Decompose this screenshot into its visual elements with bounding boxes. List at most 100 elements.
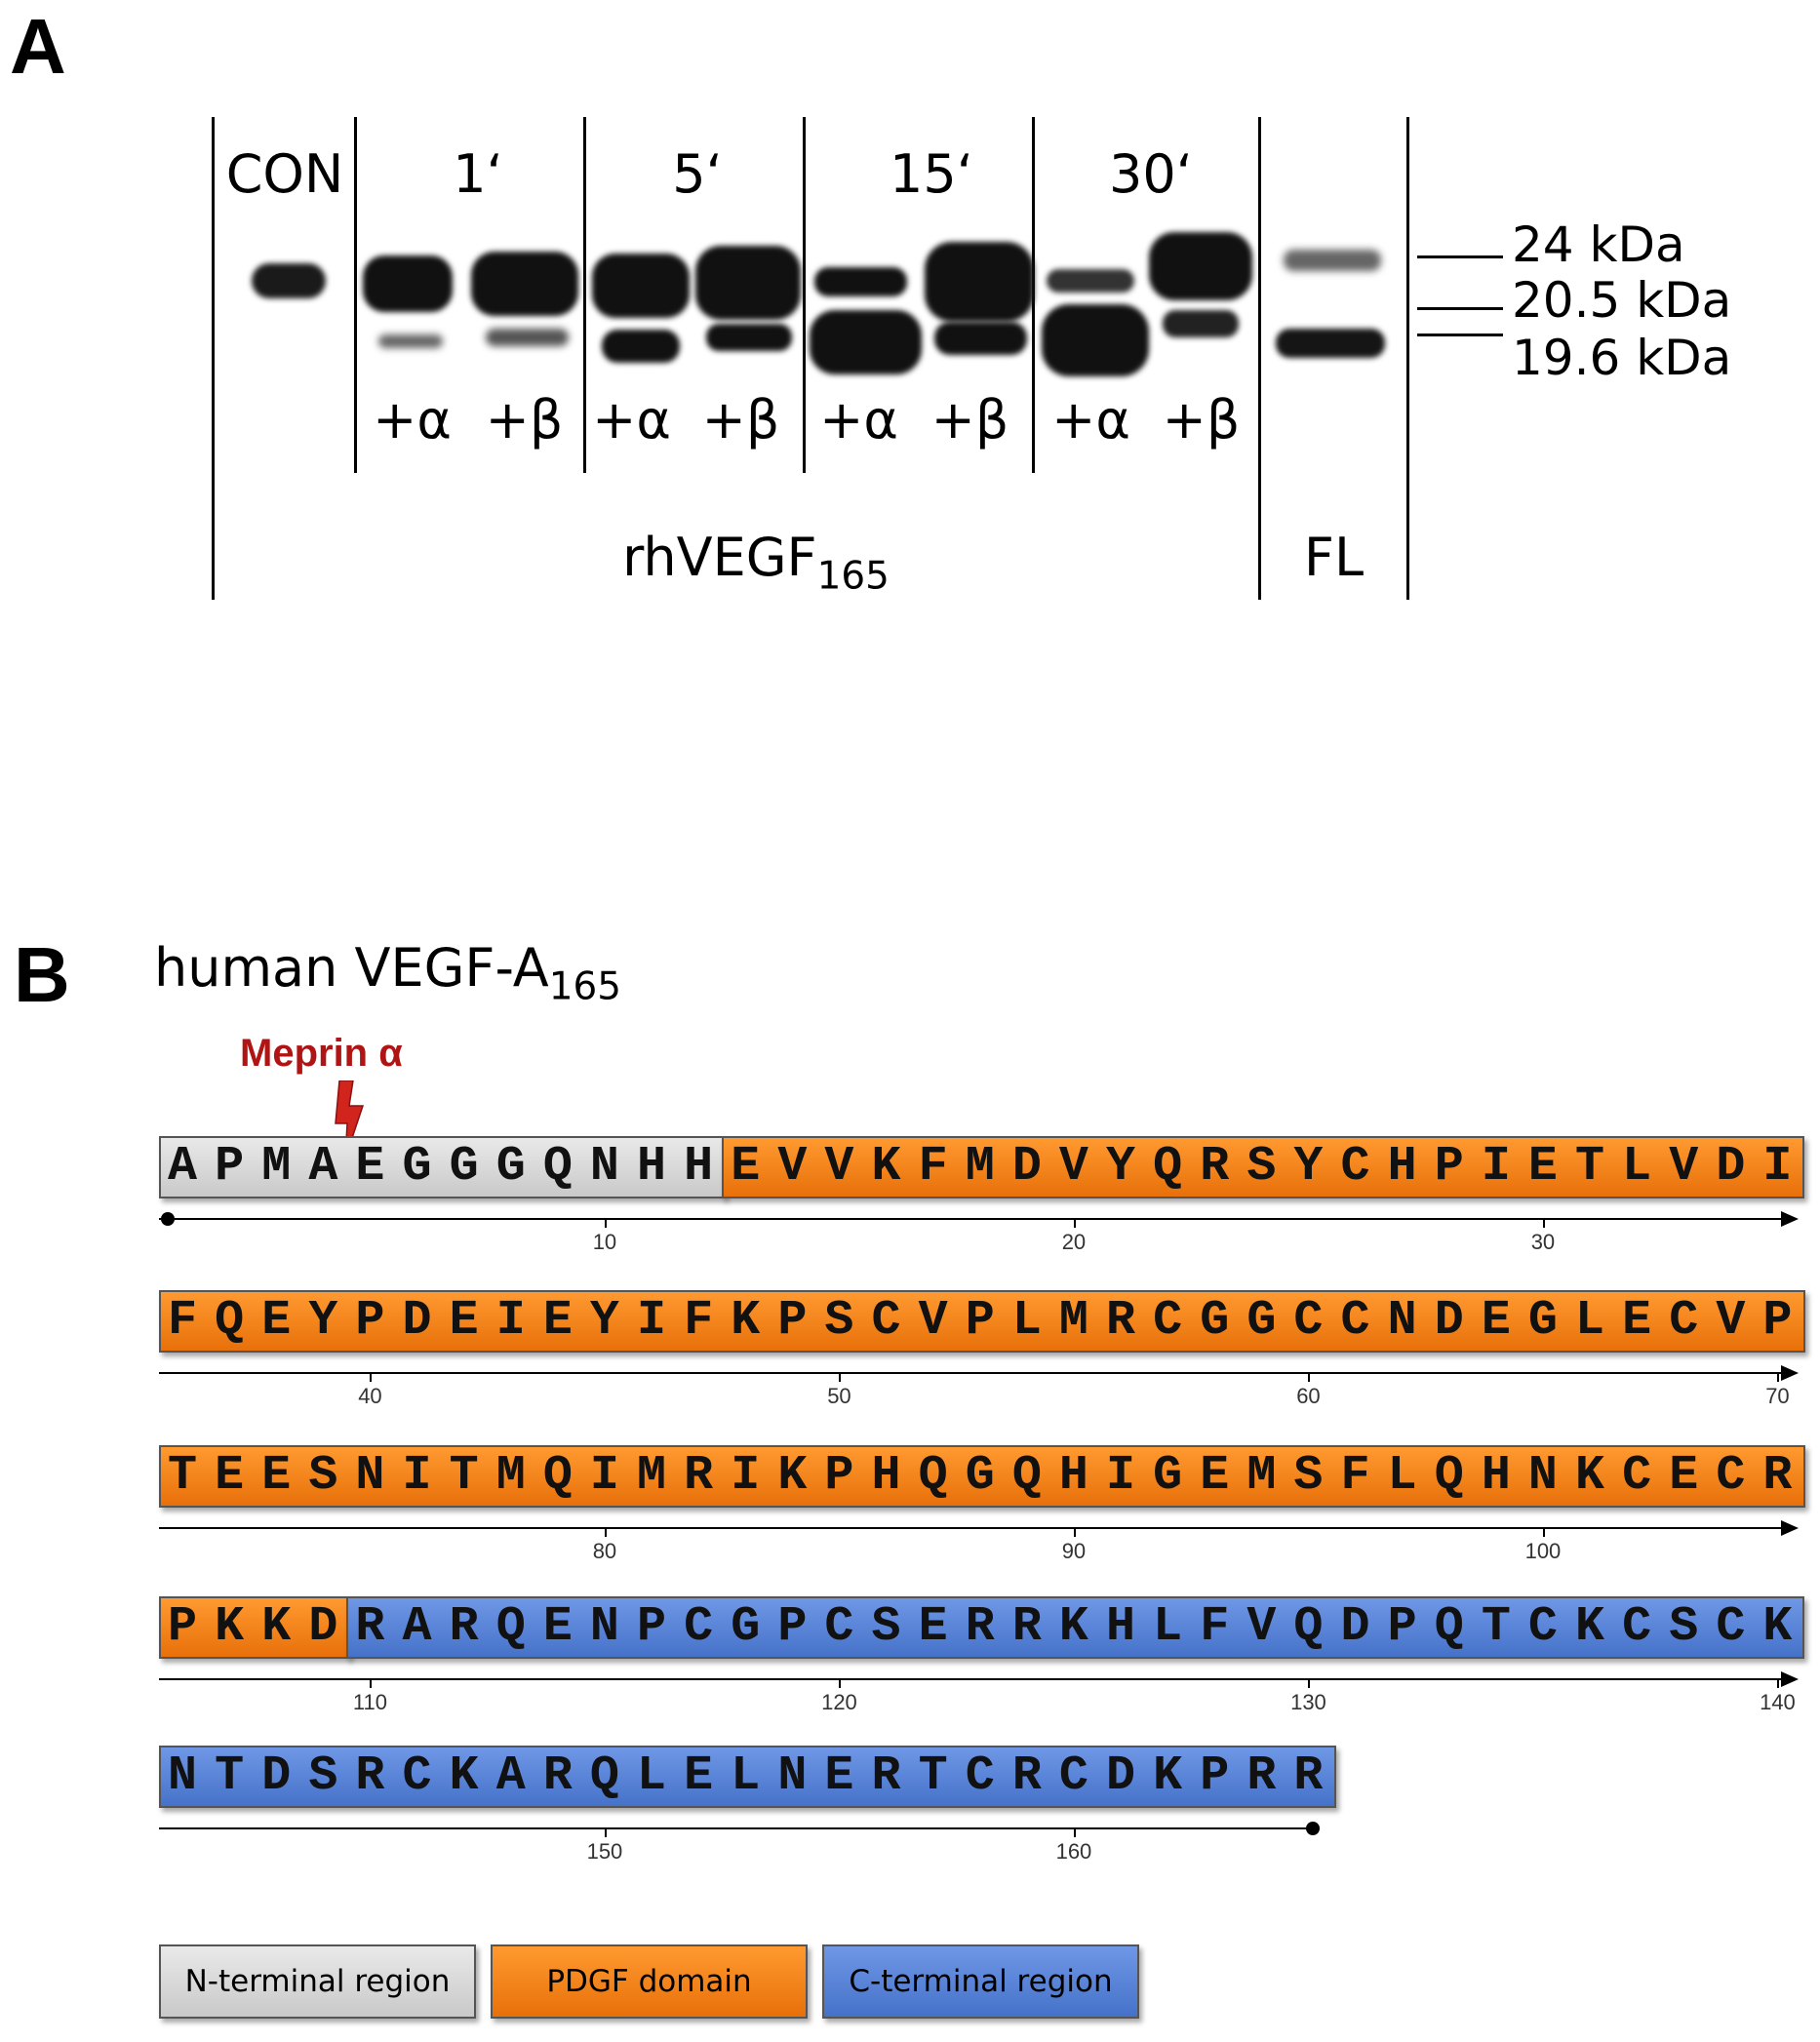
- amino-acid: Q: [1153, 1139, 1183, 1195]
- amino-acid: L: [1153, 1599, 1183, 1655]
- amino-acid: K: [777, 1448, 808, 1504]
- band-30-beta-lower: [1163, 310, 1239, 337]
- amino-acid: E: [449, 1293, 479, 1349]
- divider-line: [1406, 117, 1409, 600]
- amino-acid: S: [1246, 1139, 1277, 1195]
- sequence-segment-pdgf: [159, 1290, 1805, 1353]
- amino-acid: T: [1575, 1139, 1605, 1195]
- sequence-tick-label: 130: [1290, 1690, 1326, 1714]
- panel-a-letter: A: [10, 3, 66, 90]
- amino-acid: R: [1293, 1748, 1324, 1804]
- header-1min: 1‘: [453, 143, 503, 205]
- amino-acid: K: [871, 1139, 901, 1195]
- amino-acid: N: [589, 1139, 619, 1195]
- title-sub: 165: [548, 964, 621, 1009]
- amino-acid: P: [777, 1599, 808, 1655]
- treatment-alpha: +α: [819, 389, 898, 451]
- amino-acid: F: [1340, 1448, 1370, 1504]
- amino-acid: A: [495, 1748, 526, 1804]
- rhvegf-main: rhVEGF: [622, 527, 817, 588]
- amino-acid: P: [777, 1293, 808, 1349]
- band-15-alpha-lower: [810, 310, 922, 374]
- sequence-start-dot: [161, 1212, 175, 1226]
- amino-acid: M: [965, 1139, 995, 1195]
- amino-acid: N: [168, 1748, 198, 1804]
- amino-acid: R: [871, 1748, 901, 1804]
- sequence-tick: [839, 1374, 842, 1382]
- amino-acid: M: [261, 1139, 292, 1195]
- amino-acid: C: [1716, 1448, 1746, 1504]
- amino-acid: P: [355, 1293, 385, 1349]
- amino-acid: Q: [215, 1293, 245, 1349]
- amino-acid: H: [1058, 1448, 1088, 1504]
- sequence-tick: [1777, 1374, 1780, 1382]
- amino-acid: Q: [1293, 1599, 1324, 1655]
- amino-acid: K: [1153, 1748, 1183, 1804]
- amino-acid: E: [215, 1448, 245, 1504]
- band-15-alpha-upper: [814, 267, 907, 296]
- amino-acid: L: [1387, 1448, 1417, 1504]
- amino-acid: N: [1387, 1293, 1417, 1349]
- band-15-beta-lower: [934, 322, 1027, 355]
- amino-acid: C: [1340, 1139, 1370, 1195]
- sequence-axis: [159, 1827, 1313, 1829]
- header-5min: 5‘: [672, 143, 723, 205]
- sequence-segment-n-terminal: [159, 1136, 727, 1198]
- band-5-alpha-lower: [602, 330, 680, 363]
- amino-acid: G: [1527, 1293, 1558, 1349]
- amino-acid: G: [731, 1599, 761, 1655]
- amino-acid: A: [308, 1139, 338, 1195]
- amino-acid: G: [1246, 1293, 1277, 1349]
- amino-acid: N: [1527, 1448, 1558, 1504]
- sequence-tick-label: 20: [1061, 1230, 1087, 1254]
- amino-acid: E: [261, 1448, 292, 1504]
- amino-acid: T: [1481, 1599, 1511, 1655]
- amino-acid: D: [402, 1293, 432, 1349]
- amino-acid: Q: [918, 1448, 948, 1504]
- amino-acid: E: [1669, 1448, 1699, 1504]
- divider-line: [212, 117, 215, 600]
- sequence-tick: [839, 1680, 842, 1688]
- amino-acid: G: [495, 1139, 526, 1195]
- amino-acid: K: [731, 1293, 761, 1349]
- sequence-tick: [370, 1680, 373, 1688]
- amino-acid: E: [824, 1748, 854, 1804]
- amino-acid: R: [542, 1748, 573, 1804]
- amino-acid: N: [589, 1599, 619, 1655]
- amino-acid: C: [1622, 1599, 1652, 1655]
- amino-acid: S: [1669, 1599, 1699, 1655]
- amino-acid: M: [495, 1448, 526, 1504]
- amino-acid: F: [1200, 1599, 1230, 1655]
- sequence-tick: [1777, 1680, 1780, 1688]
- amino-acid: Q: [542, 1448, 573, 1504]
- amino-acid: C: [402, 1748, 432, 1804]
- amino-acid: K: [215, 1599, 245, 1655]
- amino-acid: R: [1200, 1139, 1230, 1195]
- sequence-segment-c-terminal: [159, 1746, 1336, 1808]
- amino-acid: V: [1246, 1599, 1277, 1655]
- sequence-tick: [604, 1529, 607, 1537]
- amino-acid: Y: [1293, 1139, 1324, 1195]
- amino-acid: R: [355, 1748, 385, 1804]
- amino-acid: A: [168, 1139, 198, 1195]
- amino-acid: C: [1669, 1293, 1699, 1349]
- sequence-tick: [1308, 1680, 1311, 1688]
- mw-label-20-5: 20.5 kDa: [1512, 272, 1732, 329]
- sequence-tick-label: 100: [1524, 1539, 1562, 1563]
- amino-acid: G: [965, 1448, 995, 1504]
- header-15min: 15‘: [890, 143, 973, 205]
- amino-acid: E: [1481, 1293, 1511, 1349]
- amino-acid: Q: [495, 1599, 526, 1655]
- amino-acid: R: [1011, 1599, 1042, 1655]
- amino-acid: C: [965, 1748, 995, 1804]
- sequence-tick: [1073, 1829, 1076, 1837]
- amino-acid: S: [824, 1293, 854, 1349]
- amino-acid: C: [1340, 1293, 1370, 1349]
- amino-acid: I: [402, 1448, 432, 1504]
- band-fl-lower: [1276, 329, 1385, 358]
- sequence-segment-c-terminal: [346, 1596, 1805, 1659]
- amino-acid: D: [308, 1599, 338, 1655]
- band-con: [252, 263, 326, 298]
- amino-acid: H: [684, 1139, 714, 1195]
- amino-acid: T: [168, 1448, 198, 1504]
